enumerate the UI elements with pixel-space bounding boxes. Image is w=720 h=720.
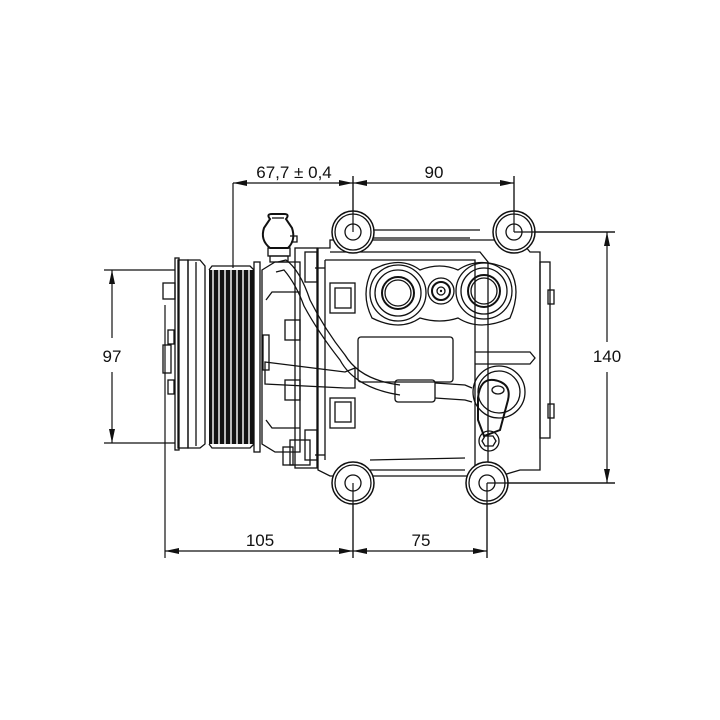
dimension-top: 67,7 ± 0,4 90 xyxy=(232,163,515,268)
dimension-left: 97 xyxy=(103,269,175,444)
dim-label-105: 105 xyxy=(246,531,274,550)
dim-label-97: 97 xyxy=(103,347,122,366)
electrical-connector xyxy=(261,213,298,263)
dim-label-140: 140 xyxy=(593,347,621,366)
dim-label-75: 75 xyxy=(412,531,431,550)
service-port xyxy=(427,277,455,305)
discharge-port xyxy=(455,262,513,320)
dim-label-67-7: 67,7 ± 0,4 xyxy=(256,163,332,182)
front-housing xyxy=(261,247,318,469)
dim-label-90: 90 xyxy=(425,163,444,182)
clutch-plate xyxy=(162,257,206,451)
wire-harness xyxy=(264,259,473,403)
pulley xyxy=(208,261,261,453)
pressure-switch xyxy=(472,365,526,452)
dimension-right: 140 xyxy=(487,231,621,484)
suction-port xyxy=(369,264,427,322)
refrigerant-ports xyxy=(365,261,517,326)
compressor-body xyxy=(315,229,555,477)
